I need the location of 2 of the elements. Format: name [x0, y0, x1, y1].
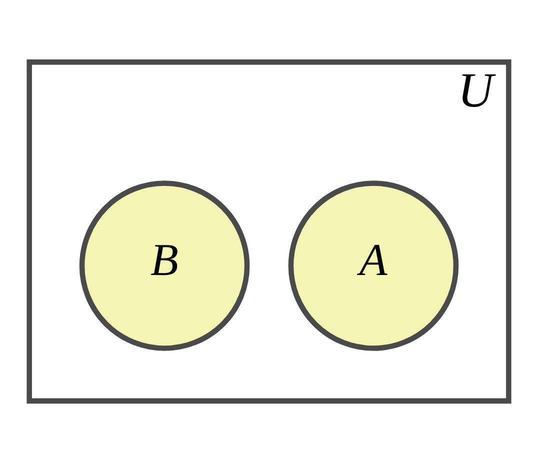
- node-circle: B: [79, 180, 250, 350]
- node-circle: A: [288, 180, 459, 350]
